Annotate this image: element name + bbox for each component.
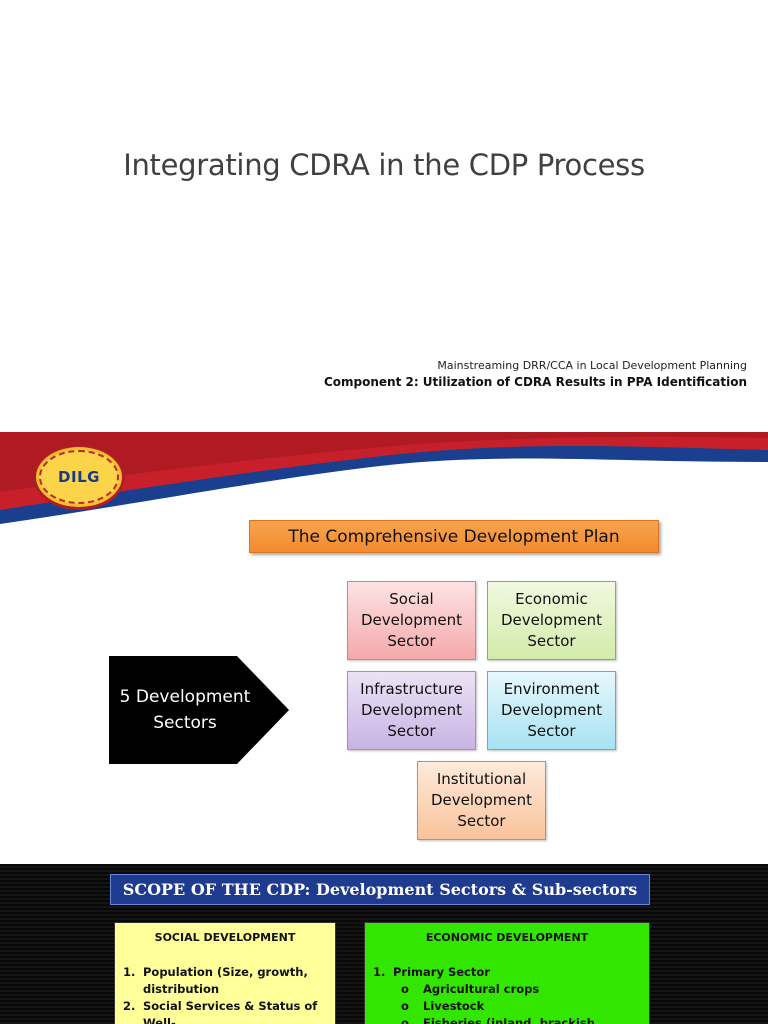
cdp-slide: DILG The Comprehensive Development Plan … [0,432,768,864]
sector-infrastructure: Infrastructure Development Sector [347,671,476,750]
social-development-panel: SOCIAL DEVELOPMENT 1.Population (Size, g… [114,922,336,1024]
list-item: 1.Primary Sector [373,965,490,979]
logo-text: DILG [58,468,100,486]
list-item: 2.Social Services & Status of Well- [123,999,318,1024]
slide-title: Integrating CDRA in the CDP Process [123,148,645,182]
panel-heading: ECONOMIC DEVELOPMENT [425,931,589,944]
panel-heading: SOCIAL DEVELOPMENT [154,931,296,944]
scope-slide: SCOPE OF THE CDP: Development Sectors & … [0,864,768,1024]
list-item: 1.Population (Size, growth, [123,965,308,979]
sector-economic: Economic Development Sector [487,581,616,660]
title-slide: Integrating CDRA in the CDP Process Main… [0,0,768,432]
arrow-label: 5 Development Sectors [119,687,251,733]
header-banner [0,432,768,524]
slide-subtitle-line2: Component 2: Utilization of CDRA Results… [323,375,747,389]
economic-items-list: 1.Primary Sector [373,964,641,981]
list-item: distribution [143,982,220,996]
sector-institutional: Institutional Development Sector [417,761,546,840]
sectors-arrow [109,656,289,764]
plan-title: The Comprehensive Development Plan [249,520,659,553]
scope-title: SCOPE OF THE CDP: Development Sectors & … [110,874,650,905]
slide-subtitle-line1: Mainstreaming DRR/CCA in Local Developme… [437,359,747,372]
social-items-list: 1.Population (Size, growth, distribution… [123,964,327,1024]
dilg-logo: DILG [33,444,125,510]
sector-social: Social Development Sector [347,581,476,660]
sector-environment: Environment Development Sector [487,671,616,750]
